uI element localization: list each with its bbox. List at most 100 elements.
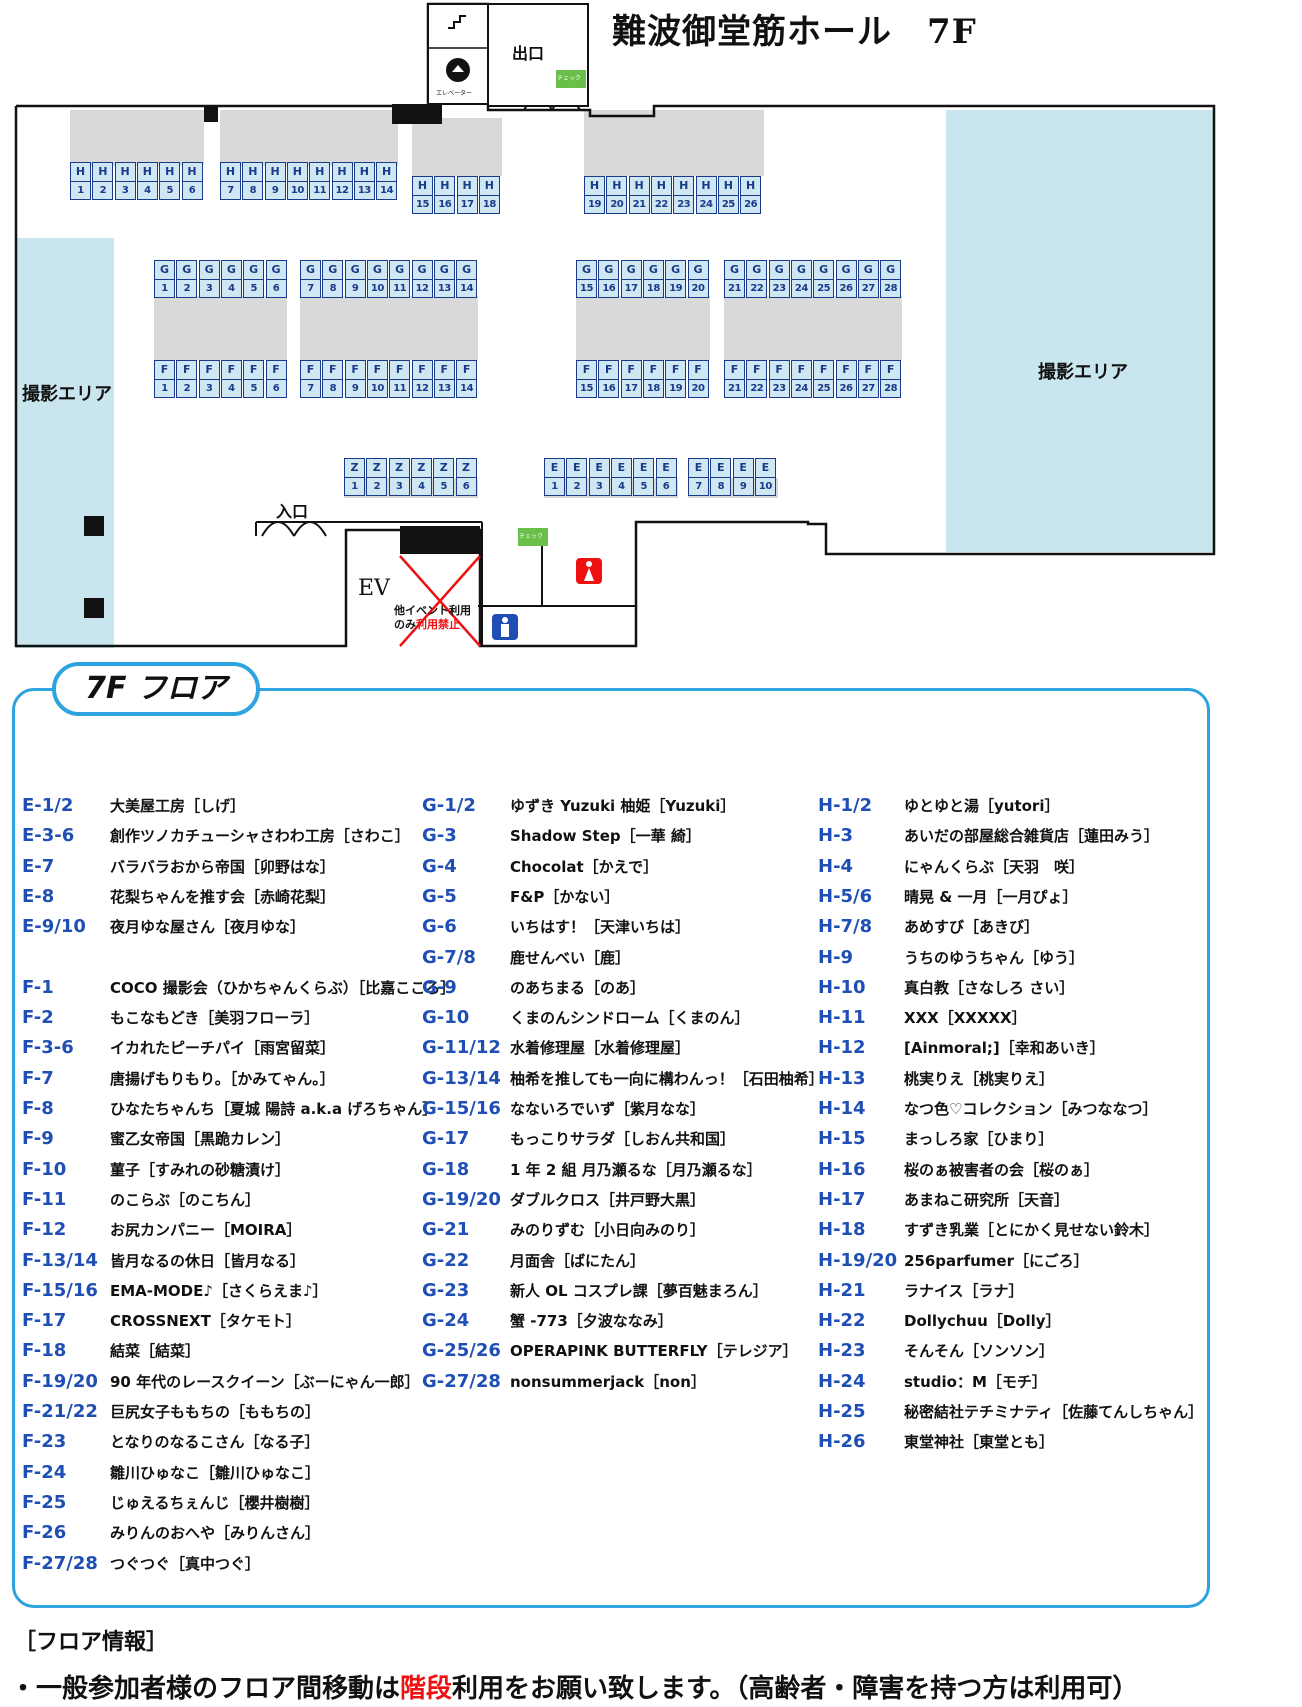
- booth-code: F-19/20: [22, 1370, 98, 1392]
- booth-code: G-22: [422, 1249, 470, 1271]
- circle-name: 柚希を推しても一向に構わんっ！［石田柚希］: [510, 1069, 824, 1088]
- legend-row: F-25 じゅえるちぇんじ［櫻井樹樹］: [22, 1489, 320, 1517]
- photo-area-left-fill: [16, 238, 114, 648]
- booth-letter: G: [367, 261, 387, 280]
- circle-name: のあちまる［のあ］: [510, 978, 646, 997]
- booth-letter: H: [332, 163, 352, 182]
- booth-number: 19: [588, 199, 601, 210]
- booth-code: F-11: [22, 1188, 67, 1210]
- booth-code: E-7: [22, 855, 55, 877]
- circle-name: 真白教［さなしろ さい］: [904, 978, 1075, 997]
- booth-letter: F: [814, 361, 834, 380]
- booth-letter: H: [221, 163, 240, 182]
- booth-number: 14: [460, 283, 474, 294]
- booth-code: H-9: [818, 946, 854, 968]
- booth-number: 4: [228, 283, 235, 294]
- booth-number: 13: [437, 283, 451, 294]
- booth-letter: F: [244, 361, 264, 380]
- booth-letter: Z: [456, 459, 476, 478]
- circle-name: ゆずき Yuzuki 柚姫［Yuzuki］: [510, 797, 736, 815]
- booth-code: G-4: [422, 855, 457, 877]
- booth-number: 18: [646, 383, 660, 394]
- booth-number: 28: [884, 383, 898, 394]
- booth-number: 23: [772, 283, 786, 294]
- booth-number: 5: [166, 185, 173, 196]
- booth-letter: Z: [411, 459, 431, 478]
- booth-number: 10: [758, 481, 772, 492]
- booth-number: 12: [415, 283, 429, 294]
- booth-number: 18: [646, 283, 660, 294]
- booth-letter: H: [287, 163, 307, 182]
- booth-number: 4: [144, 185, 151, 196]
- booth-letter: F: [621, 361, 641, 380]
- booth-letter: E: [733, 459, 753, 478]
- booth-code: F-25: [22, 1491, 67, 1513]
- booth-letter: G: [457, 261, 477, 280]
- booth-letter: H: [585, 177, 604, 196]
- booth-number: 17: [460, 199, 474, 210]
- circle-name: 創作ツノカチューシャさわわ工房［さわこ］: [110, 827, 410, 846]
- circle-name: 唐揚げもりもり。［かみてゃん。］: [110, 1069, 335, 1088]
- note-emphasis: 階段: [400, 1674, 453, 1704]
- booth-number: 10: [290, 185, 304, 196]
- booth-letter: H: [354, 163, 374, 182]
- circle-name: そんそん［ソンソン］: [904, 1342, 1055, 1361]
- circle-name: じゅえるちぇんじ［櫻井樹樹］: [110, 1493, 320, 1512]
- booth-letter: E: [611, 459, 631, 478]
- circle-name: うちのゆうちゃん［ゆう］: [904, 948, 1085, 967]
- booth-number: 3: [121, 185, 129, 196]
- circle-name: 月面舎［ばにたん］: [510, 1251, 646, 1270]
- booth-letter: E: [689, 459, 708, 478]
- booth-letter: G: [244, 261, 264, 280]
- booth-letter: F: [747, 361, 767, 380]
- circle-name: OPERAPINK BUTTERFLY［テレジア］: [510, 1342, 798, 1361]
- booth-letter: F: [643, 361, 663, 380]
- booth-letter: G: [177, 261, 197, 280]
- booth-number: 4: [618, 481, 625, 492]
- booth-letter: F: [858, 361, 878, 380]
- booth-letter: G: [725, 261, 744, 280]
- booth-number: 7: [307, 383, 314, 394]
- elevator-sign: エレベーター: [436, 90, 473, 97]
- booth-number: 22: [750, 383, 764, 394]
- booth-code: H-7/8: [818, 916, 873, 938]
- booth-number: 24: [794, 383, 808, 394]
- booth-letter: E: [589, 459, 609, 478]
- booth-letter: F: [323, 361, 343, 380]
- booth-number: 3: [205, 283, 213, 294]
- booth-number: 8: [717, 481, 725, 492]
- booth-letter: G: [199, 261, 219, 280]
- circle-name: 巨尻女子ももちの［ももちの］: [110, 1403, 321, 1421]
- circle-name: もっこりサラダ［しおん共和国］: [510, 1130, 736, 1149]
- booth-code: F-7: [22, 1067, 54, 1089]
- circle-name: ゆとゆと湯［yutori］: [904, 797, 1060, 815]
- booth-number: 1: [161, 283, 168, 294]
- booth-code: H-18: [818, 1219, 866, 1241]
